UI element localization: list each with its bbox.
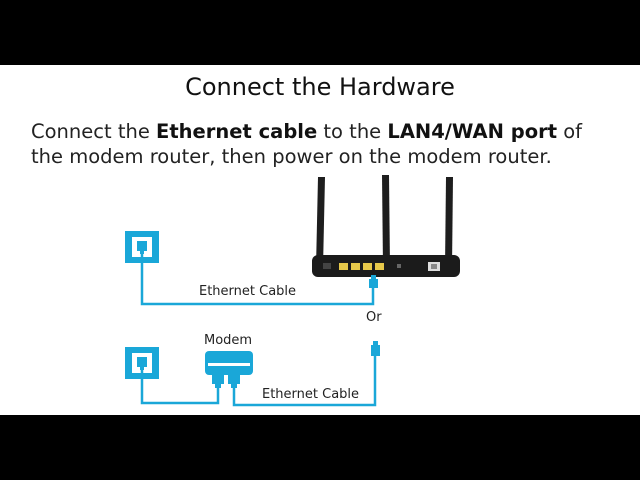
ethernet-cable-top (140, 249, 375, 306)
ethernet-cable-wall-to-modem (140, 365, 220, 405)
page-title: Connect the Hardware (185, 73, 455, 101)
ethernet-cable-modem-to-router (232, 355, 377, 407)
instruction-part: of the modem router, then power on the m… (31, 120, 583, 168)
ethernet-plug-icon (369, 275, 378, 288)
cable-label-bottom: Ethernet Cable (262, 387, 360, 402)
modem-label: Modem (204, 333, 253, 348)
instruction-part: to the (317, 120, 388, 143)
modem-icon (205, 351, 253, 388)
instruction-part: Connect the (31, 120, 157, 143)
connection-diagram (125, 175, 460, 407)
instruction-bold-port: LAN4/WAN port (387, 120, 558, 143)
router-icon (312, 175, 460, 277)
cable-label-top: Ethernet Cable (199, 284, 297, 299)
or-label: Or (366, 310, 382, 325)
content-frame: Connect the Hardware Connect the Etherne… (0, 65, 640, 415)
instruction-bold-cable: Ethernet cable (156, 120, 318, 143)
instruction-text: Connect the Ethernet cable to the LAN4/W… (31, 119, 611, 169)
ethernet-plug-icon (371, 341, 380, 356)
